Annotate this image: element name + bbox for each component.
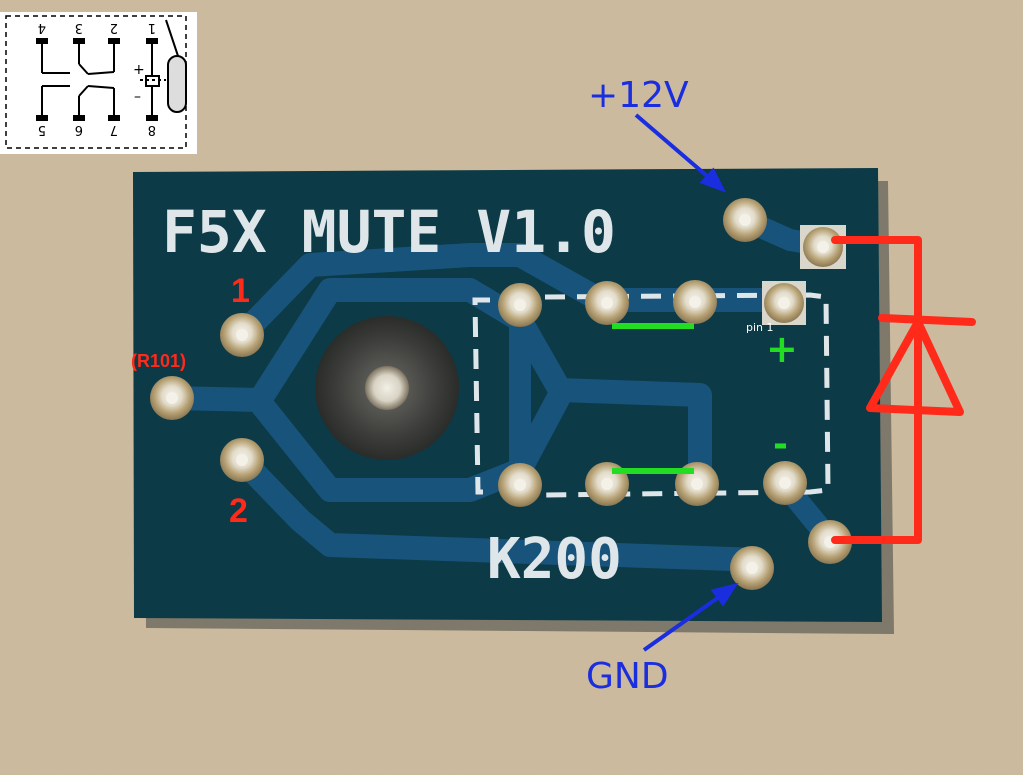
ground-arrow [642, 582, 739, 652]
pad-1 [220, 313, 264, 357]
schematic-pin-3: 3 [75, 20, 83, 35]
minus-marker: - [773, 424, 788, 465]
r101-label: (R101) [131, 351, 186, 371]
relay-schematic-inset: 4 3 2 1 5 6 7 8 + – [0, 12, 197, 154]
schematic-coil-plus: + [133, 62, 145, 78]
relay-pad-top-3 [673, 280, 717, 324]
schematic-coil-minus: – [134, 89, 141, 105]
schematic-pin-4: 4 [38, 20, 46, 35]
diode-symbol [831, 236, 976, 544]
contact-bridges [612, 323, 694, 474]
pad-diode-top [800, 225, 846, 269]
pad-r101 [150, 376, 194, 420]
relay-pad-bottom-1 [498, 463, 542, 507]
schematic-pin-5: 5 [38, 122, 46, 137]
relay-pad-pin1 [762, 281, 806, 325]
relay-pad-top-1 [498, 283, 542, 327]
schematic-panel [0, 12, 197, 154]
solder-pads [150, 198, 852, 590]
pin-1-label: 1 [231, 272, 250, 310]
supply-arrow [634, 113, 727, 193]
pad-diode-bottom [808, 520, 852, 564]
schematic-pin-8: 8 [148, 122, 156, 137]
mounting-hole [365, 366, 409, 410]
pad-2 [220, 438, 264, 482]
schematic-pin-6: 6 [75, 122, 83, 137]
schematic-pin-7: 7 [110, 122, 118, 137]
pad-gnd [730, 546, 774, 590]
board-part-label: K200 [487, 527, 622, 592]
pin1-marker: pin 1 [746, 321, 774, 334]
plus-marker: + [766, 327, 798, 371]
relay-pad-bottom-4 [763, 461, 807, 505]
supply-label: +12V [588, 75, 689, 116]
board-title: F5X MUTE V1.0 [162, 198, 616, 266]
pin-2-label: 2 [229, 492, 248, 530]
schematic-pin-1: 1 [148, 20, 156, 35]
pad-12v [723, 198, 767, 242]
schematic-pin-2: 2 [110, 20, 118, 35]
relay-pad-top-2 [585, 281, 629, 325]
ground-label: GND [586, 656, 669, 697]
relay-outline [472, 292, 831, 498]
